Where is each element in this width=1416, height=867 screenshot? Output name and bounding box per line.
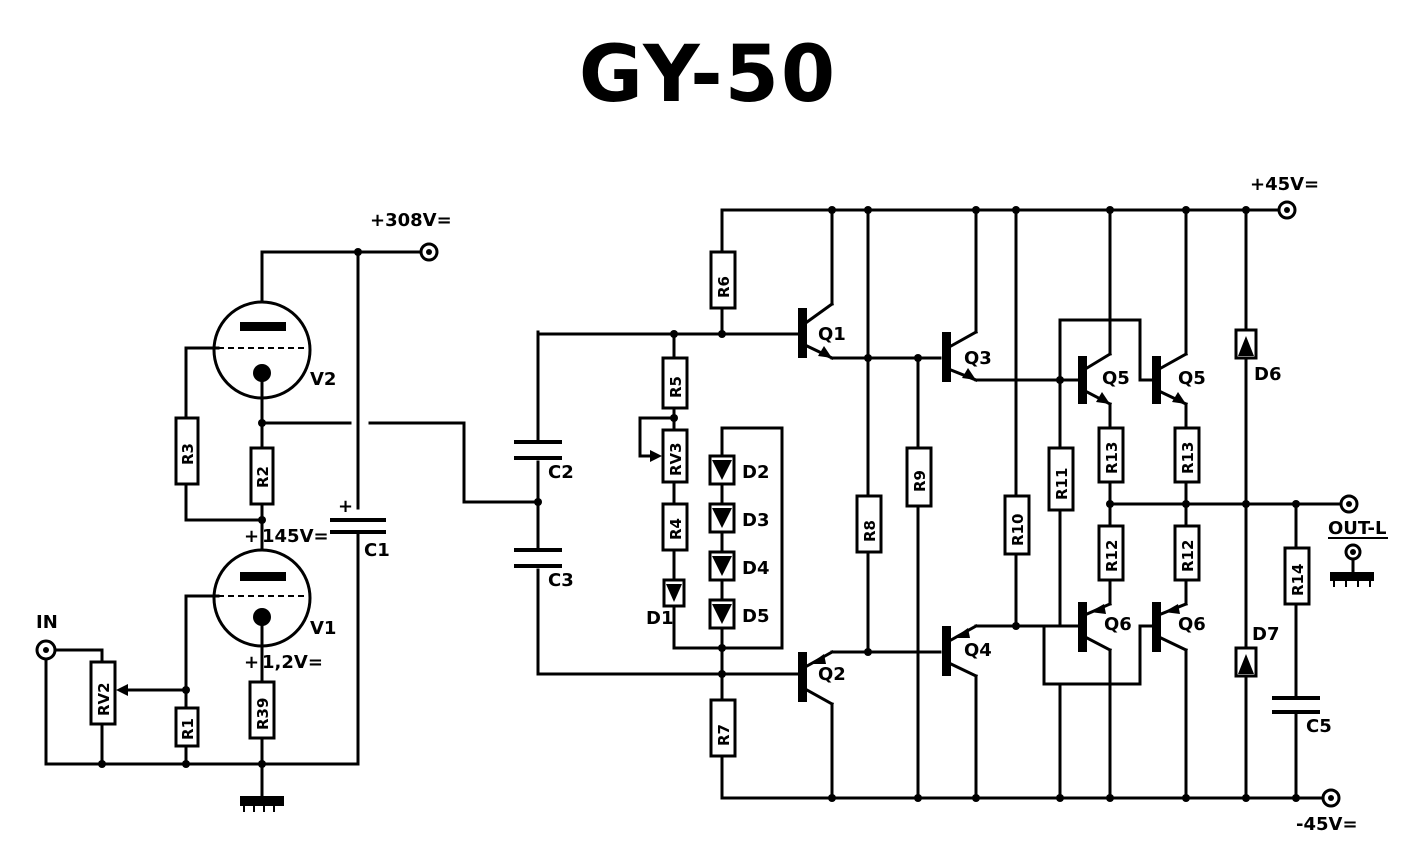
- r9-label: R9: [911, 470, 929, 492]
- d1-label: D1: [646, 608, 673, 629]
- resistor-r8: [855, 494, 883, 554]
- svg-text:+: +: [338, 496, 353, 517]
- resistor-r3: [174, 416, 200, 486]
- resistor-r13b: [1173, 426, 1201, 484]
- resistor-r1: [174, 706, 200, 748]
- q5a-label: Q5: [1102, 368, 1130, 389]
- c5-label: C5: [1306, 716, 1332, 737]
- transistor-q4: Q4: [942, 623, 992, 800]
- q2-label: Q2: [818, 664, 846, 685]
- r6-label: R6: [715, 276, 733, 298]
- transistor-q1: Q1: [798, 208, 846, 361]
- c2-label: C2: [548, 462, 574, 483]
- tube-v2: V2: [212, 300, 336, 400]
- transistor-q6a: Q6: [1078, 602, 1132, 800]
- capacitor-c3: C3: [514, 548, 574, 591]
- transistor-q6b: Q6: [1152, 602, 1206, 800]
- r11-label: R11: [1053, 468, 1071, 500]
- rv2-label: RV2: [95, 682, 113, 716]
- coupling-section: C2 C3: [514, 330, 574, 676]
- v2-label: V2: [310, 369, 336, 390]
- c3-label: C3: [548, 570, 574, 591]
- diode-d3: D3: [708, 502, 769, 534]
- input-label: IN: [36, 612, 58, 633]
- capacitor-c2: C2: [514, 440, 574, 483]
- r13b-label: R13: [1179, 442, 1197, 474]
- resistor-r4: [661, 502, 689, 552]
- q3-label: Q3: [964, 348, 992, 369]
- hv-supply-label: +308V=: [370, 210, 452, 231]
- d3-label: D3: [742, 510, 769, 531]
- cathode-voltage-label: 1,2V=: [262, 652, 323, 673]
- resistor-r10: [1003, 494, 1031, 556]
- transistor-q3: Q3: [942, 208, 992, 382]
- svg-text:+: +: [244, 526, 259, 547]
- r4-label: R4: [667, 518, 685, 540]
- r13a-label: R13: [1103, 442, 1121, 474]
- r7-label: R7: [715, 724, 733, 746]
- r1-label: R1: [179, 718, 197, 740]
- transistor-q2: Q2: [798, 649, 846, 800]
- q6a-label: Q6: [1104, 614, 1132, 635]
- ground-symbol-tube: [240, 796, 284, 812]
- resistor-r7: [709, 698, 737, 758]
- mid-voltage-label: 145V=: [262, 526, 329, 547]
- diode-d1: D1: [646, 578, 686, 629]
- capacitor-c1: + C1: [330, 496, 390, 561]
- r12b-label: R12: [1179, 540, 1197, 572]
- r10-label: R10: [1009, 514, 1027, 546]
- schematic-title: GY-50: [578, 30, 838, 120]
- resistor-r6: [709, 250, 737, 310]
- tube-v1: V1: [212, 548, 336, 648]
- rv3-label: RV3: [667, 442, 685, 476]
- c1-label: C1: [364, 540, 390, 561]
- power-amp-section: +45V= -45V= R6 R5 RV3 R4 D1: [536, 174, 1388, 835]
- r39-label: R39: [254, 698, 272, 730]
- d4-label: D4: [742, 558, 769, 579]
- potentiometer-rv2[interactable]: [89, 660, 117, 726]
- q5b-label: Q5: [1178, 368, 1206, 389]
- d6-label: D6: [1254, 364, 1281, 385]
- d2-label: D2: [742, 462, 769, 483]
- transistor-q5a: Q5: [1078, 208, 1130, 407]
- tube-section: +308V= V2 R3 R2 + 145V= + C1: [35, 210, 540, 812]
- r5-label: R5: [667, 376, 685, 398]
- r14-label: R14: [1289, 564, 1307, 596]
- transistor-q5b: Q5: [1152, 208, 1206, 407]
- r12a-label: R12: [1103, 540, 1121, 572]
- r3-label: R3: [179, 443, 197, 465]
- resistor-r2: [249, 446, 275, 506]
- svg-text:+: +: [244, 652, 259, 673]
- capacitor-c5: C5: [1272, 696, 1332, 737]
- diode-d2: D2: [708, 454, 769, 486]
- d5-label: D5: [742, 606, 769, 627]
- neg-supply-label: -45V=: [1296, 814, 1358, 835]
- ground-symbol-output: [1330, 572, 1374, 587]
- r8-label: R8: [861, 520, 879, 542]
- v1-label: V1: [310, 618, 336, 639]
- r2-label: R2: [254, 466, 272, 488]
- diode-d7: D7: [1234, 624, 1279, 678]
- q4-label: Q4: [964, 640, 992, 661]
- q6b-label: Q6: [1178, 614, 1206, 635]
- output-label: OUT-L: [1328, 518, 1387, 539]
- resistor-r39: [248, 680, 276, 740]
- q1-label: Q1: [818, 324, 846, 345]
- resistor-r9: [905, 446, 933, 508]
- diode-d4: D4: [708, 550, 769, 582]
- diode-d6: D6: [1234, 328, 1281, 385]
- d7-label: D7: [1252, 624, 1279, 645]
- diode-d5: D5: [708, 598, 769, 630]
- pos-supply-label: +45V=: [1250, 174, 1319, 195]
